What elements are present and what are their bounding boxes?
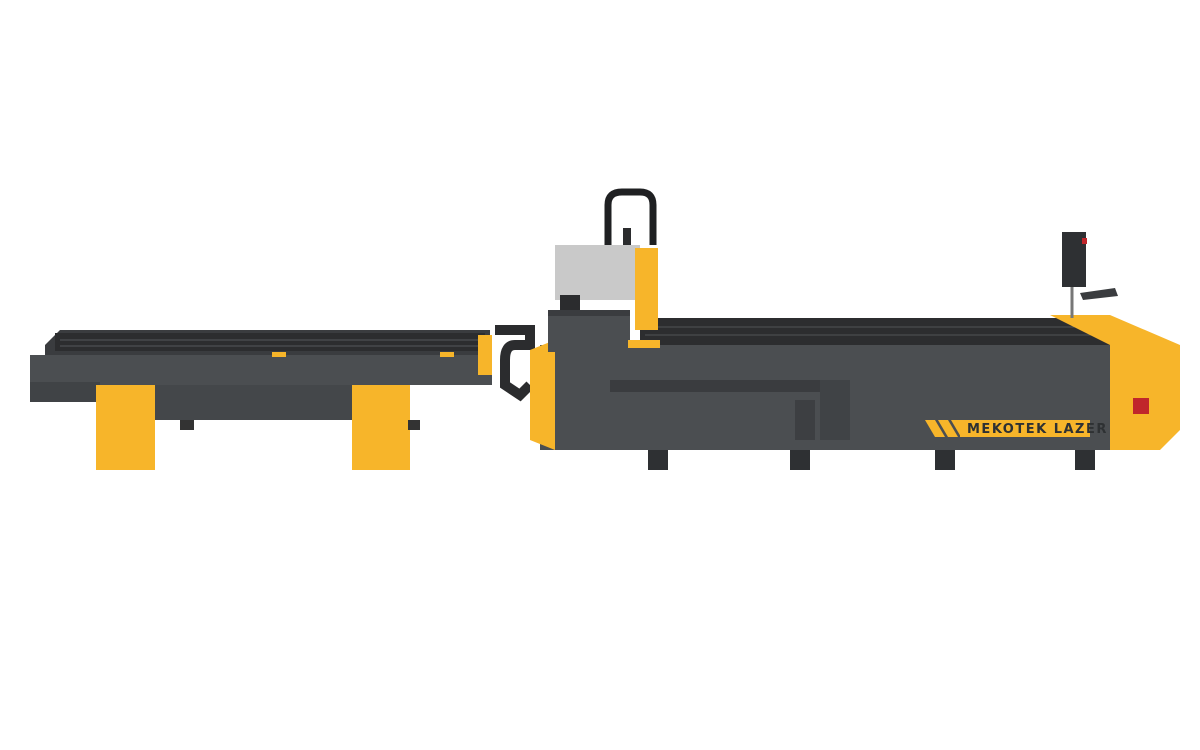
cable-chain <box>495 325 535 402</box>
head-cable-arc <box>604 188 657 245</box>
shuttle-leg-right <box>352 385 410 470</box>
shuttle-table <box>30 330 492 470</box>
main-machine: MEKOTEK LAZER <box>530 315 1180 470</box>
keyboard <box>1080 288 1118 300</box>
control-panel <box>1062 232 1118 318</box>
brand-logo: MEKOTEK LAZER <box>925 420 1108 437</box>
shuttle-leg-left <box>96 385 155 470</box>
left-yellow-cap <box>530 340 555 450</box>
shuttle-grating <box>55 333 485 351</box>
brand-logo-text: MEKOTEK LAZER <box>967 422 1108 437</box>
emergency-stop-button <box>1133 398 1149 414</box>
laser-head-cover <box>555 245 640 300</box>
gantry-head <box>548 188 660 352</box>
cutting-bed-grating <box>640 318 1110 348</box>
right-yellow-cap <box>1050 315 1180 450</box>
